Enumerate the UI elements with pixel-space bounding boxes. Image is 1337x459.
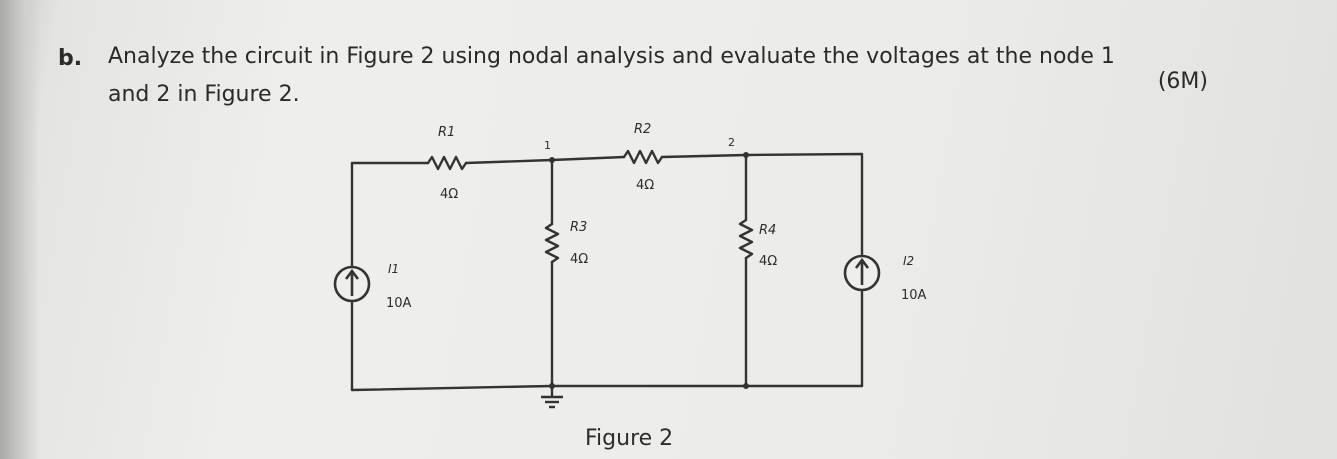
page-edge-shadow	[0, 0, 40, 459]
resistor-r1	[426, 155, 468, 171]
question-label: b.	[58, 46, 83, 71]
r3-name: R3	[570, 220, 587, 235]
i1-name: I1	[388, 262, 399, 276]
resistor-r4	[738, 218, 754, 260]
i2-name: I2	[903, 254, 914, 268]
r1-name: R1	[438, 125, 455, 140]
question-marks: (6M)	[1157, 69, 1208, 94]
resistor-r2	[622, 149, 664, 165]
ground-symbol	[541, 395, 563, 409]
r2-value: 4Ω	[636, 178, 654, 193]
current-source-i1	[333, 265, 371, 303]
current-source-i2	[843, 254, 881, 292]
r2-name: R2	[634, 122, 651, 137]
wire-r2-node2	[660, 153, 748, 159]
wire-bottom	[350, 384, 864, 392]
question-text-continued: and 2 in Figure 2.	[108, 82, 300, 107]
junction-bottom-right	[743, 383, 749, 389]
wire-top-left	[350, 161, 430, 270]
i1-value: 10A	[386, 296, 412, 311]
junction-bottom-left	[549, 383, 555, 389]
wire-node1-r2	[550, 155, 626, 162]
node1-label: 1	[544, 139, 551, 152]
i2-value: 10A	[901, 288, 927, 303]
wire-top-right	[744, 152, 864, 260]
r4-value: 4Ω	[759, 254, 777, 269]
r1-value: 4Ω	[440, 187, 458, 202]
junction-node2	[743, 152, 749, 158]
question-text: Analyze the circuit in Figure 2 using no…	[108, 44, 1115, 69]
r3-value: 4Ω	[570, 252, 588, 267]
junction-node1	[549, 157, 555, 163]
figure-caption: Figure 2	[585, 426, 674, 451]
wire-r1-node1	[464, 158, 554, 165]
r4-name: R4	[759, 223, 776, 238]
node2-label: 2	[728, 136, 735, 149]
resistor-r3	[544, 222, 560, 264]
